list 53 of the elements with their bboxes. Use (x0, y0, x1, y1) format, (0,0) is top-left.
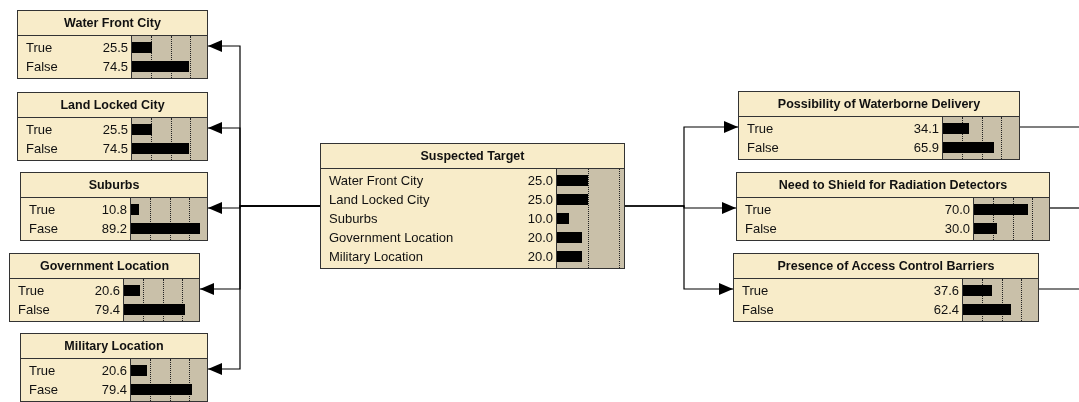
network-node-box (20, 333, 208, 402)
state-label: True (29, 201, 56, 219)
network-node-box (9, 253, 200, 322)
probability-value: 79.4 (94, 301, 120, 319)
probability-value: 30.0 (944, 220, 970, 238)
network-node-box (17, 92, 208, 161)
state-label: True (742, 282, 769, 300)
state-label: False (747, 139, 779, 157)
state-label: True (26, 121, 53, 139)
state-label: Military Location (329, 248, 423, 266)
probability-value: 70.0 (944, 201, 970, 219)
probability-value: 74.5 (102, 58, 128, 76)
state-label: Fase (29, 381, 58, 399)
state-label: False (742, 301, 774, 319)
probability-value: 20.0 (527, 248, 553, 266)
probability-value: 37.6 (933, 282, 959, 300)
state-label: True (26, 39, 53, 57)
state-label: False (745, 220, 777, 238)
state-label: True (18, 282, 45, 300)
probability-value: 20.6 (101, 362, 127, 380)
probability-value: 62.4 (933, 301, 959, 319)
state-label: True (745, 201, 772, 219)
probability-value: 10.8 (101, 201, 127, 219)
network-node-box (738, 91, 1020, 160)
probability-value: 10.0 (527, 210, 553, 228)
probability-value: 20.6 (94, 282, 120, 300)
state-label: True (747, 120, 774, 138)
arrow (207, 205, 321, 375)
state-label: Land Locked City (329, 191, 430, 209)
state-label: Water Front City (329, 172, 424, 190)
state-label: Fase (29, 220, 58, 238)
state-label: Suburbs (329, 210, 378, 228)
probability-value: 25.0 (527, 172, 553, 190)
probability-value: 20.0 (527, 229, 553, 247)
network-node-box (736, 172, 1050, 241)
probability-value: 89.2 (101, 220, 127, 238)
probability-value: 74.5 (102, 140, 128, 158)
state-label: True (29, 362, 56, 380)
network-node-box (17, 10, 208, 79)
network-node-box (320, 143, 625, 269)
network-node-box (733, 253, 1039, 322)
arrow (624, 205, 734, 295)
state-label: False (26, 58, 58, 76)
state-label: False (26, 140, 58, 158)
probability-value: 25.0 (527, 191, 553, 209)
probability-value: 65.9 (913, 139, 939, 157)
probability-value: 25.5 (102, 39, 128, 57)
probability-value: 79.4 (101, 381, 127, 399)
state-label: Government Location (329, 229, 454, 247)
probability-value: 25.5 (102, 121, 128, 139)
probability-value: 34.1 (913, 120, 939, 138)
state-label: False (18, 301, 50, 319)
network-node-box (20, 172, 208, 241)
